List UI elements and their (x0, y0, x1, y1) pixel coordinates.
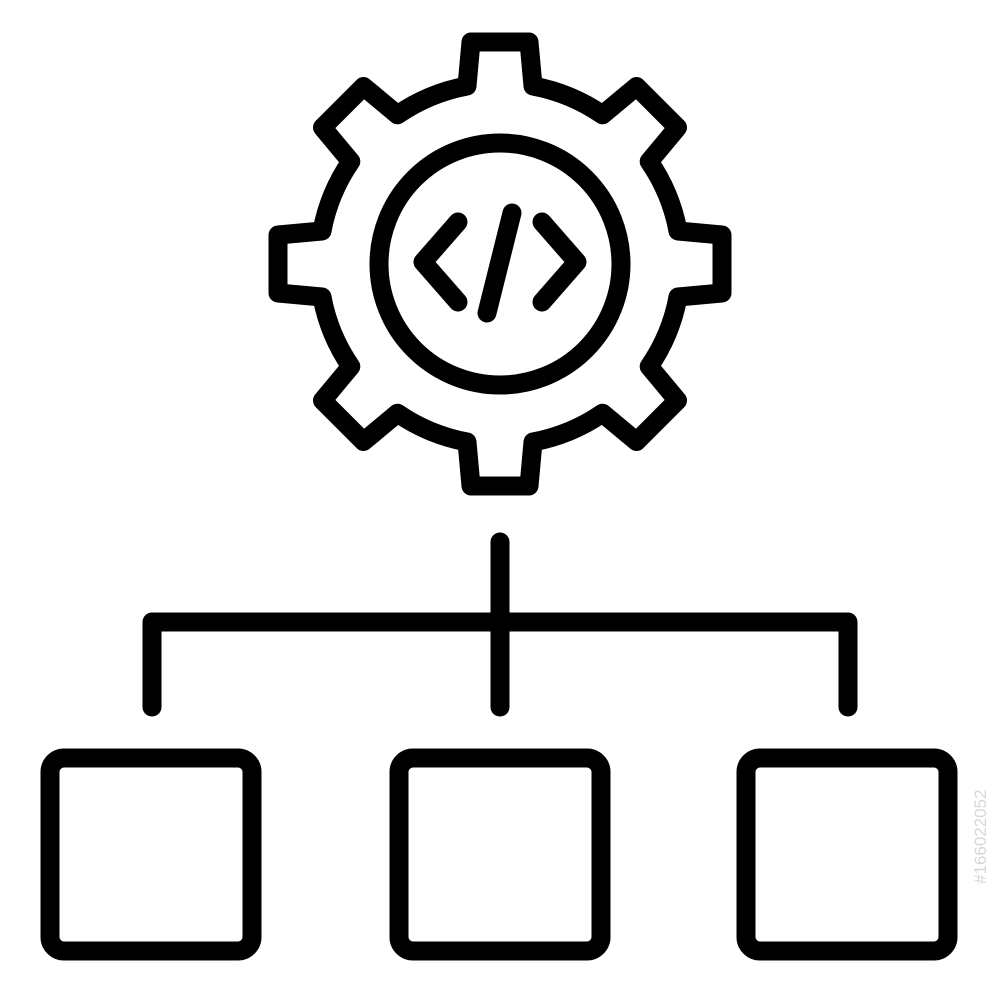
gear-inner-circle (369, 133, 631, 395)
gear-icon (268, 32, 732, 496)
child-node-box (389, 748, 611, 961)
watermark-id: #166022052 (971, 789, 990, 884)
child-node-box (40, 748, 262, 961)
icon-strokes (40, 32, 958, 961)
code-slash-icon (477, 203, 522, 323)
connector-bar (142, 612, 858, 717)
code-bracket-left-icon (413, 212, 468, 312)
child-node-box (736, 748, 958, 961)
code-bracket-right-icon (532, 212, 587, 312)
